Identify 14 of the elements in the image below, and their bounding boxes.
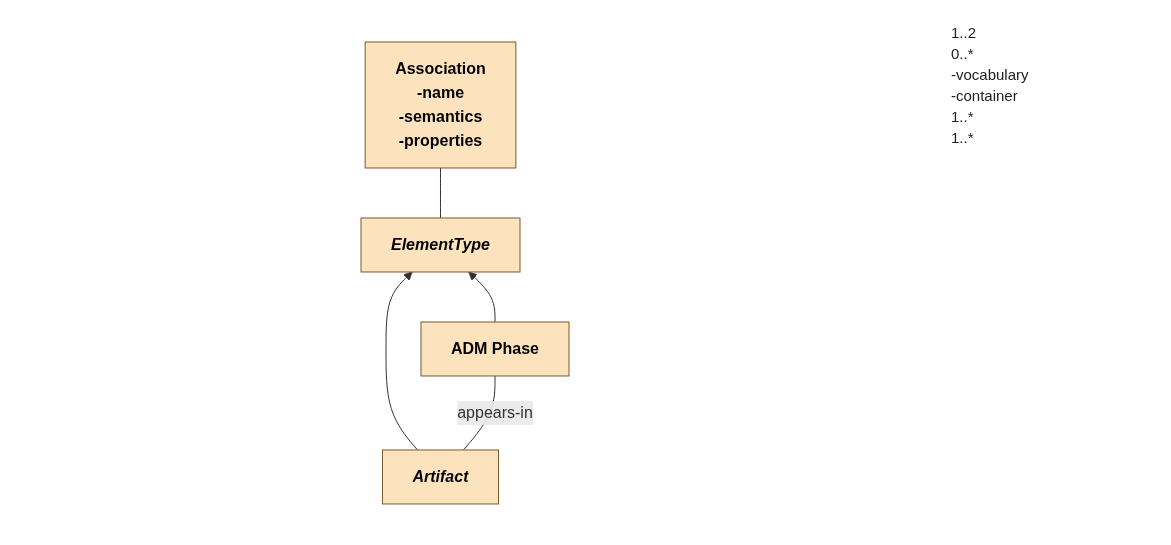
node-box: Association -name -semantics -properties (365, 41, 517, 168)
multiplicity-label: -vocabulary (951, 66, 1030, 83)
multiplicity-label: 1..* (951, 129, 975, 146)
node-box: ElementType (361, 217, 521, 272)
node-box: Artifact (382, 449, 500, 504)
arrow (386, 271, 419, 450)
node-box: ADM Phase (421, 321, 570, 376)
arrow (468, 271, 496, 322)
multiplicity-label: 1..* (951, 108, 975, 125)
connector (440, 167, 442, 218)
multiplicity-label: -container (951, 87, 1019, 104)
multiplicity-label: 1..2 (951, 24, 978, 41)
multiplicity-label: 0..* (951, 45, 975, 62)
edge-label: appears-in (457, 403, 534, 421)
